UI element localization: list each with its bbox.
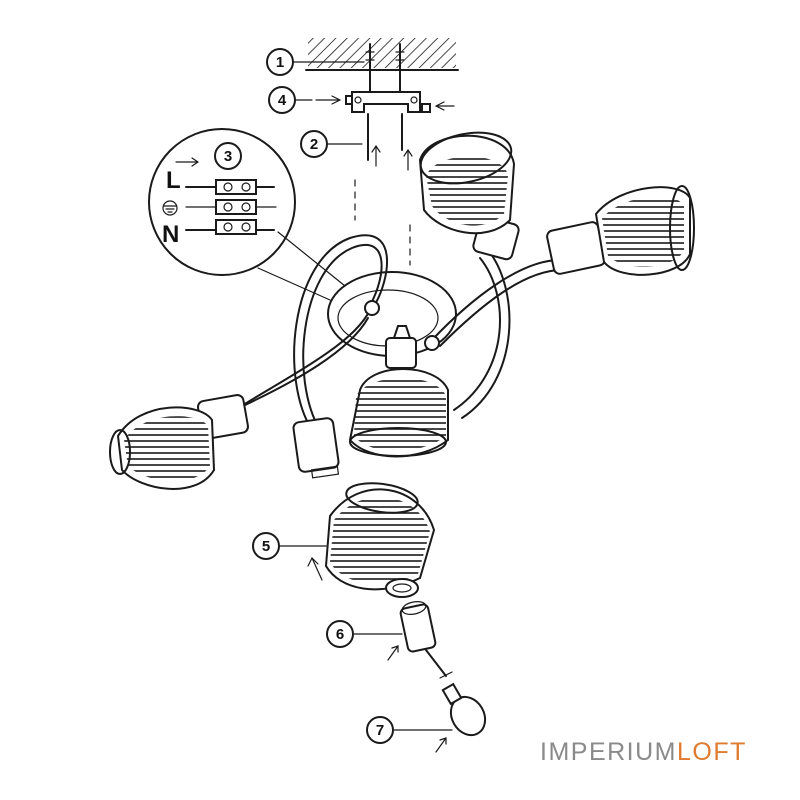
callout-4-label: 4	[278, 92, 287, 109]
shade-center	[348, 368, 449, 458]
earth-icon	[162, 200, 178, 216]
neutral-label: N	[162, 221, 179, 248]
callout-5: 5	[252, 532, 327, 560]
arm-socket	[292, 417, 340, 479]
center-socket	[385, 325, 417, 369]
exploded-shade	[307, 482, 436, 591]
terminal-block	[185, 179, 277, 235]
callout-6-label: 6	[336, 626, 344, 643]
callout-7: 7	[366, 716, 453, 744]
bulb	[435, 671, 487, 753]
ceiling-screws	[365, 43, 405, 97]
callout-1-label: 1	[276, 54, 284, 71]
fixture-arms	[229, 234, 563, 431]
callout-5-label: 5	[262, 538, 270, 555]
callout-7-label: 7	[376, 722, 384, 739]
watermark: IMPERIUMLOFT	[540, 738, 747, 766]
callout-6: 6	[326, 620, 403, 648]
callout-3-label: 3	[224, 148, 232, 165]
callout-1: 1	[266, 48, 365, 76]
retaining-ring	[385, 578, 419, 598]
guide-lines	[354, 179, 411, 266]
svg-text:IMPERIUMLOFT: IMPERIUMLOFT	[540, 738, 747, 766]
callout-2-label: 2	[310, 136, 318, 153]
shade-right	[546, 185, 695, 276]
callout-3: 3	[214, 142, 242, 170]
wiring-detail: L N	[148, 128, 351, 301]
ceiling	[305, 38, 459, 71]
live-label: L	[166, 167, 181, 194]
shade-top-right	[418, 131, 520, 261]
shade-left	[109, 394, 249, 490]
callout-2: 2	[300, 130, 363, 158]
watermark-part2: LOFT	[677, 738, 747, 766]
callout-4: 4	[268, 86, 313, 114]
lamp-holder	[387, 601, 447, 677]
fixing-screws	[367, 113, 413, 171]
mounting-bracket	[315, 91, 455, 113]
watermark-part1: IMPERIUM	[540, 738, 677, 766]
